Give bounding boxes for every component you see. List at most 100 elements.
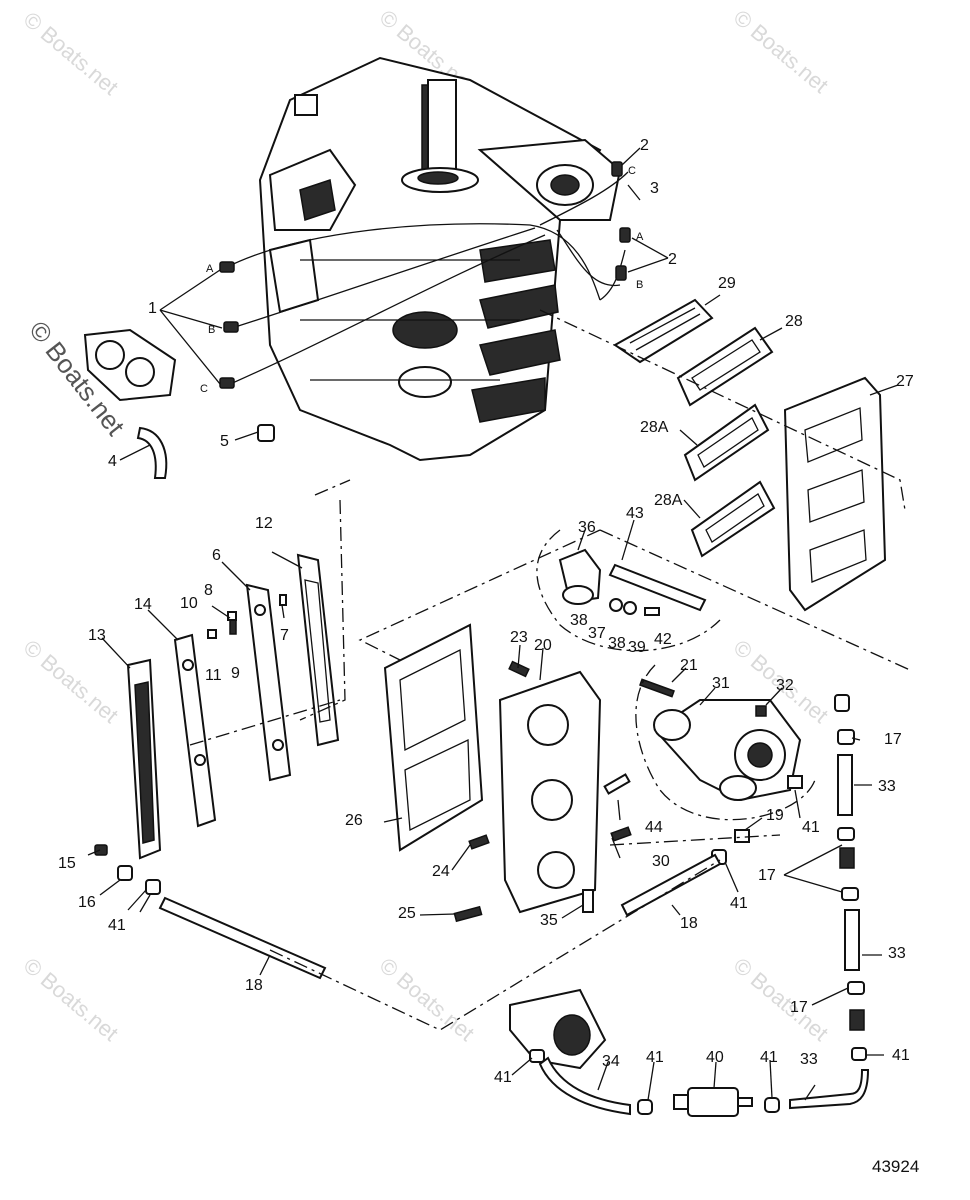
fitting-5 bbox=[257, 424, 275, 442]
hose-letter-c: C bbox=[628, 165, 636, 177]
callout-41: 41 bbox=[802, 819, 820, 836]
callout-18: 18 bbox=[245, 977, 263, 994]
callout-7: 7 bbox=[280, 627, 289, 644]
callout-27: 27 bbox=[896, 373, 914, 390]
callout-33: 33 bbox=[800, 1051, 818, 1068]
manifold-hardware bbox=[453, 660, 632, 923]
callout-41: 41 bbox=[646, 1049, 664, 1066]
callout-41: 41 bbox=[108, 917, 126, 934]
callout-12: 12 bbox=[255, 515, 273, 532]
callout-23: 23 bbox=[510, 629, 528, 646]
callout-41: 41 bbox=[730, 895, 748, 912]
exhaust-cover bbox=[83, 328, 177, 402]
callout-33: 33 bbox=[888, 945, 906, 962]
callout-42: 42 bbox=[654, 631, 672, 648]
callout-41: 41 bbox=[760, 1049, 778, 1066]
cover-plate-13 bbox=[126, 658, 162, 860]
hose-34 bbox=[538, 1056, 631, 1116]
callout-34: 34 bbox=[602, 1053, 620, 1070]
hose-clips bbox=[219, 161, 631, 389]
watermark: © Boats.net bbox=[375, 953, 479, 1046]
callout-25: 25 bbox=[398, 905, 416, 922]
leader-lines bbox=[87, 147, 899, 1101]
callout-13: 13 bbox=[88, 627, 106, 644]
callout-30: 30 bbox=[652, 853, 670, 870]
hose-letter-a: A bbox=[206, 263, 214, 275]
gasket-14 bbox=[173, 633, 217, 828]
gasket-28a-upper bbox=[683, 403, 770, 482]
intake-manifold-20 bbox=[498, 670, 602, 914]
callout-35: 35 bbox=[540, 912, 558, 929]
callout-labels: 1 2 2 3 4 5 6 7 8 9 10 11 12 13 14 15 16… bbox=[58, 137, 914, 1086]
carburetor-31 bbox=[639, 678, 803, 843]
gasket-12 bbox=[296, 553, 340, 747]
gasket-26 bbox=[383, 623, 484, 852]
callout-37: 37 bbox=[588, 625, 606, 642]
rod-43 bbox=[608, 563, 707, 612]
fuel-pump-36 bbox=[558, 548, 602, 605]
callout-5: 5 bbox=[220, 433, 229, 450]
gasket-28 bbox=[676, 326, 774, 407]
callout-9: 9 bbox=[231, 665, 240, 682]
gasket-28a-lower bbox=[690, 480, 776, 558]
callout-17: 17 bbox=[790, 999, 808, 1016]
callout-14: 14 bbox=[134, 596, 152, 613]
hose-letter-b: B bbox=[636, 279, 643, 291]
callout-2: 2 bbox=[640, 137, 649, 154]
callout-43: 43 bbox=[626, 505, 644, 522]
callout-4: 4 bbox=[108, 453, 117, 470]
callout-44: 44 bbox=[645, 819, 663, 836]
callout-32: 32 bbox=[776, 677, 794, 694]
hose-4 bbox=[136, 426, 168, 479]
watermark: © Boats.net bbox=[19, 953, 123, 1046]
watermark: © Boats.net bbox=[19, 7, 123, 100]
small-hardware bbox=[94, 594, 287, 895]
callout-28a: 28A bbox=[654, 492, 683, 509]
callout-17: 17 bbox=[758, 867, 776, 884]
hose-letter-a: A bbox=[636, 231, 644, 243]
callout-40: 40 bbox=[706, 1049, 724, 1066]
fuel-pump-lower bbox=[509, 988, 607, 1070]
fuel-filter-40 bbox=[673, 1087, 753, 1117]
pump-hardware bbox=[609, 598, 660, 616]
callout-33: 33 bbox=[878, 778, 896, 795]
callout-39: 39 bbox=[628, 639, 646, 656]
callout-20: 20 bbox=[534, 637, 552, 654]
callout-28: 28 bbox=[785, 313, 803, 330]
callout-41: 41 bbox=[494, 1069, 512, 1086]
callout-6: 6 bbox=[212, 547, 221, 564]
hose-18-upper bbox=[620, 853, 722, 917]
callout-38: 38 bbox=[608, 635, 626, 652]
hose-18-lower bbox=[158, 896, 327, 980]
callout-3: 3 bbox=[650, 180, 659, 197]
reed-block-29 bbox=[613, 298, 714, 364]
gasket-6 bbox=[245, 583, 292, 782]
fuel-lines-right bbox=[789, 694, 870, 1110]
callout-28a: 28A bbox=[640, 419, 669, 436]
callout-26: 26 bbox=[345, 812, 363, 829]
callout-31: 31 bbox=[712, 675, 730, 692]
hose-letter-c: C bbox=[200, 383, 208, 395]
callout-17: 17 bbox=[884, 731, 902, 748]
callout-21: 21 bbox=[680, 657, 698, 674]
callout-38: 38 bbox=[570, 612, 588, 629]
callout-8: 8 bbox=[204, 582, 213, 599]
callout-24: 24 bbox=[432, 863, 450, 880]
drawing-number: 43924 bbox=[872, 1157, 919, 1176]
assembly-lines bbox=[189, 309, 911, 1031]
callout-11: 11 bbox=[205, 667, 222, 684]
callout-18: 18 bbox=[680, 915, 698, 932]
gasket-27 bbox=[783, 376, 887, 612]
watermark: © Boats.net bbox=[729, 953, 833, 1046]
hose-letter-labels: A B C C A B bbox=[200, 165, 644, 395]
callout-1: 1 bbox=[148, 300, 157, 317]
callout-16: 16 bbox=[78, 894, 96, 911]
callout-36: 36 bbox=[578, 519, 596, 536]
hose-letter-b: B bbox=[208, 324, 215, 336]
callout-10: 10 bbox=[180, 595, 198, 612]
watermark: © Boats.net bbox=[729, 5, 833, 98]
watermark: © Boats.net bbox=[19, 635, 123, 728]
callout-19: 19 bbox=[766, 807, 784, 824]
callout-2: 2 bbox=[668, 251, 677, 268]
